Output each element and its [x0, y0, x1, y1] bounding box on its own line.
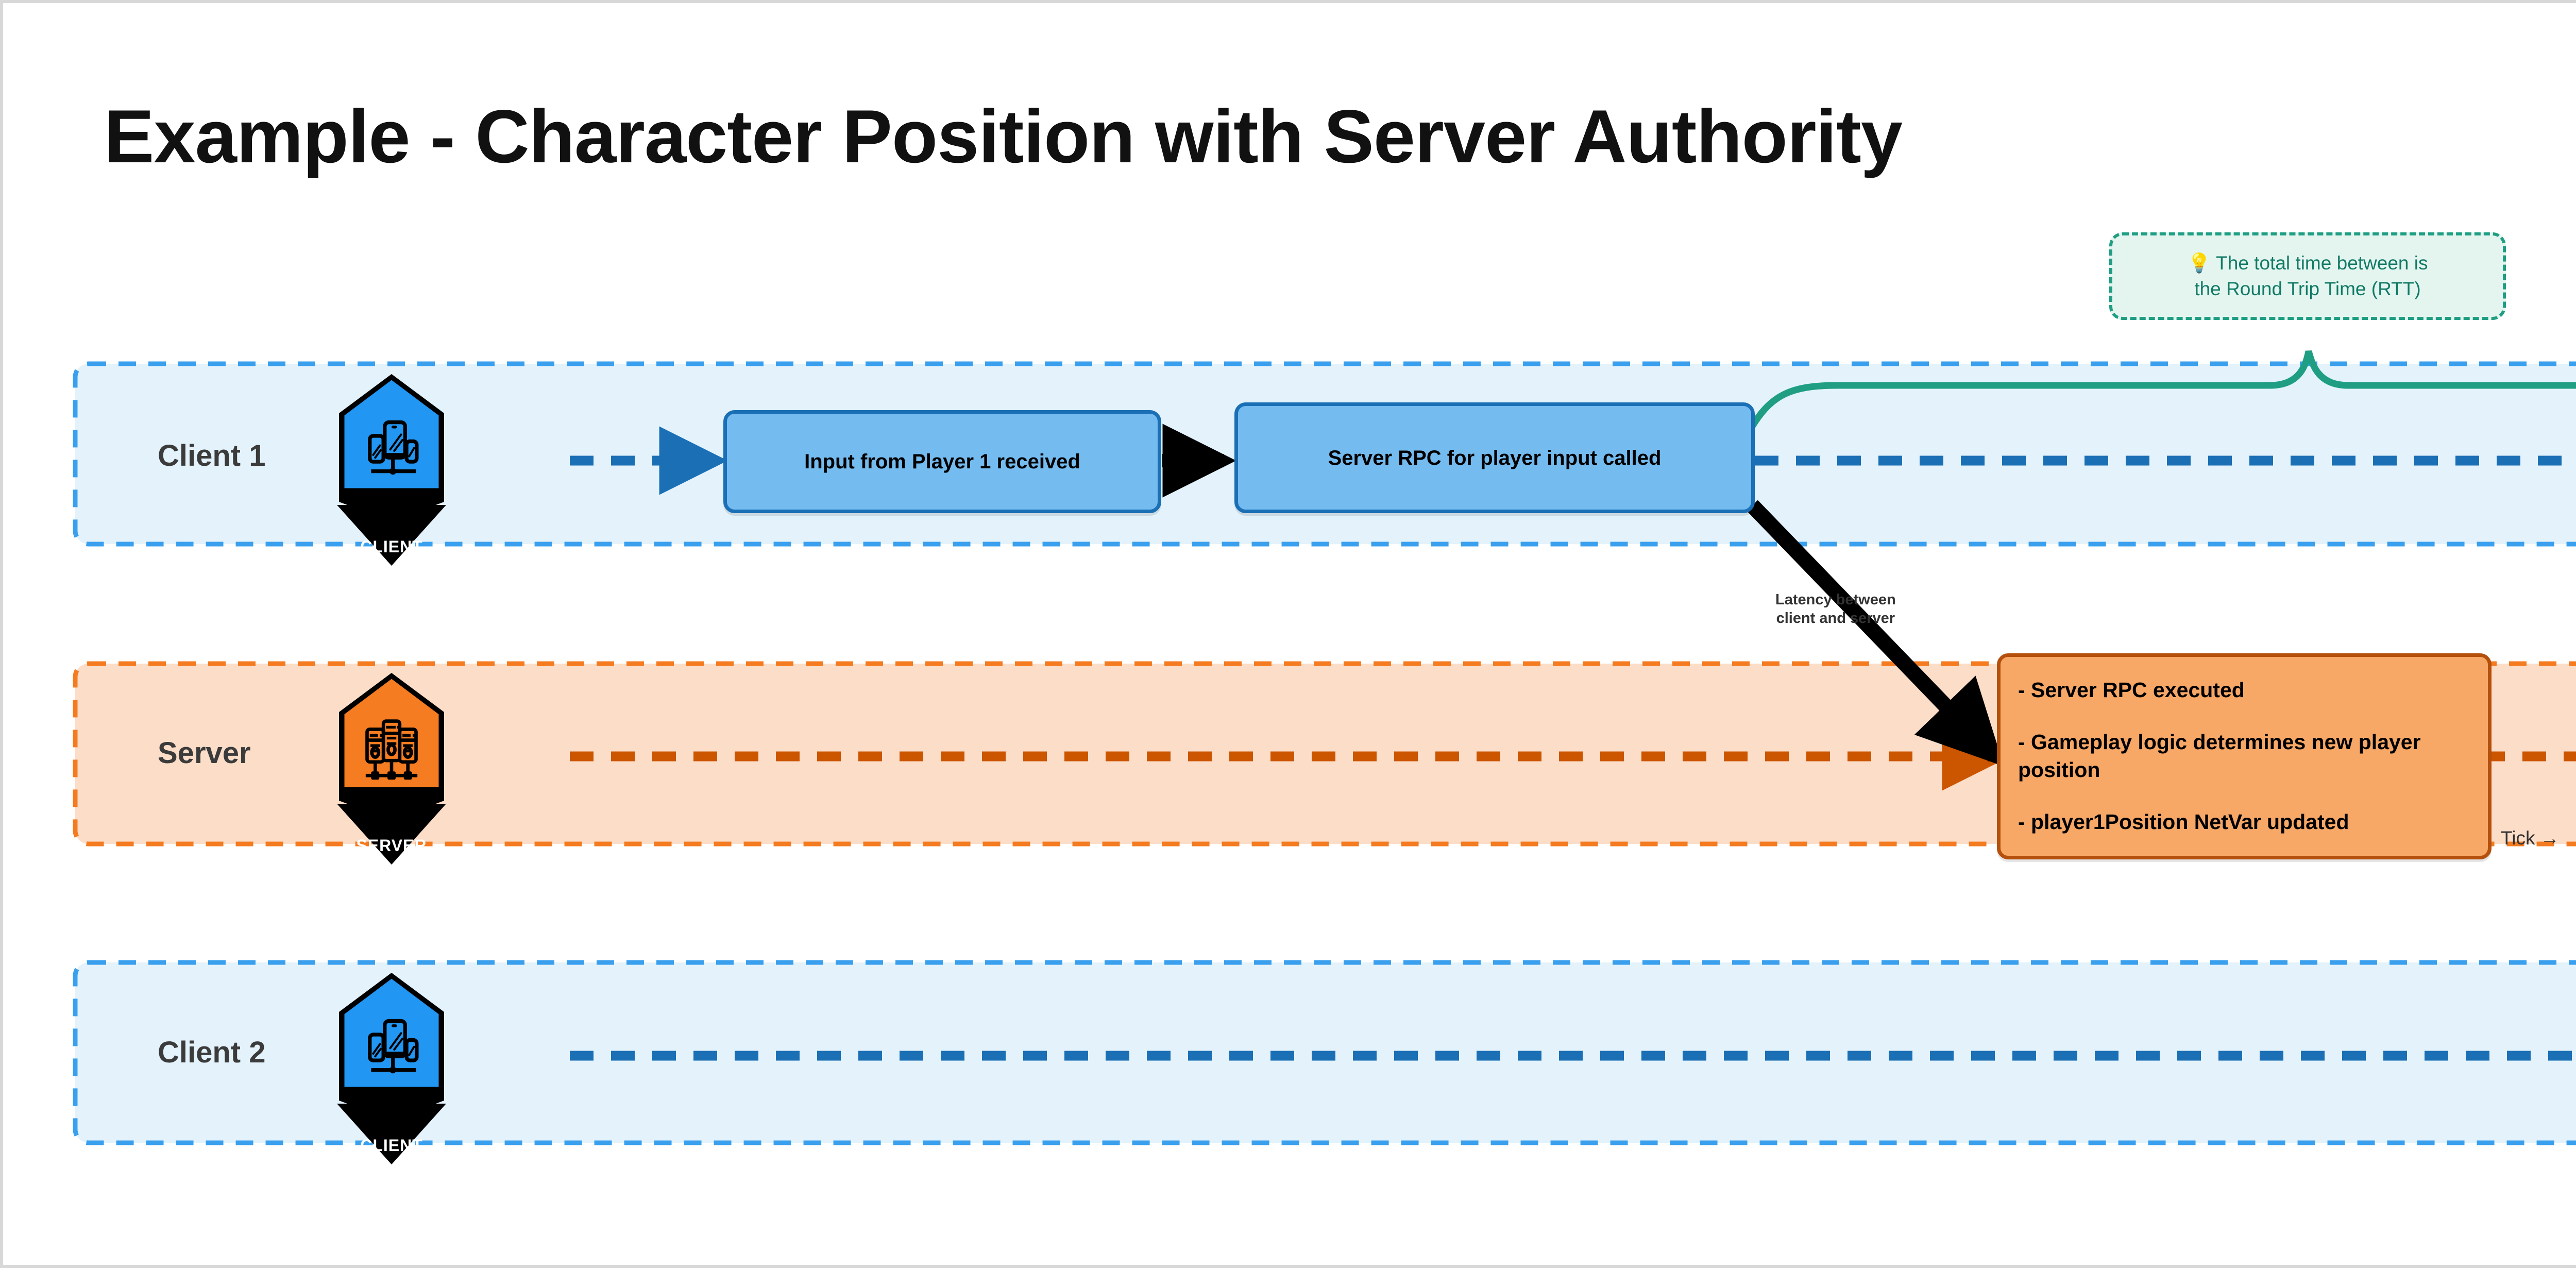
- lane-label-client1: Client 1: [158, 439, 266, 472]
- box-server-rpc-for-player-input-called[interactable]: Server RPC for player input called: [1234, 402, 1755, 513]
- node-badge-text-client1: CLIENT: [360, 537, 423, 556]
- client-device-network-icon: [368, 420, 419, 475]
- callout-round-trip-time: 💡 The total time between is the Round Tr…: [2109, 232, 2506, 320]
- client-device-network-icon: [368, 1019, 419, 1073]
- node-badge-client1: CLIENT: [337, 373, 446, 566]
- callout-line-2: the Round Trip Time (RTT): [2194, 278, 2421, 299]
- lane-label-client2: Client 2: [158, 1036, 266, 1069]
- server-rack-network-icon: [365, 719, 418, 780]
- node-badge-text-server: SERVER: [356, 836, 427, 855]
- hexagon-cap-client2: [337, 1104, 446, 1164]
- server-steps-list: - Server RPC executed - Gameplay logic d…: [2001, 657, 2488, 836]
- box-label: Input from Player 1 received: [804, 450, 1080, 473]
- node-badge-client2: CLIENT: [337, 972, 446, 1164]
- arrow-rpc-to-server: [1747, 500, 2004, 767]
- hexagon-cap-client1: [337, 505, 446, 566]
- box-label: Server RPC for player input called: [1328, 446, 1662, 469]
- latency-line-2: client and server: [1776, 610, 1895, 627]
- latency-line-1: Latency between: [1775, 591, 1896, 608]
- hexagon-cap-server: [337, 804, 446, 865]
- edge-label-latency-rpc-to-server: Latency between client and server: [1775, 590, 1896, 628]
- server-step-item: - Server RPC executed: [2018, 678, 2245, 702]
- server-step-item: - player1Position NetVar updated: [2018, 809, 2349, 834]
- box-input-from-player-received[interactable]: Input from Player 1 received: [723, 410, 1161, 513]
- page-title: Example - Character Position with Server…: [104, 94, 1903, 178]
- callout-line-1: 💡 The total time between is: [2187, 252, 2428, 274]
- node-badge-text-client2: CLIENT: [360, 1136, 423, 1155]
- server-step-item: - Gameplay logic determines new player p…: [2018, 730, 2421, 782]
- tick-label: Tick →: [2501, 827, 2560, 849]
- rtt-bracket-curve: [1746, 350, 2576, 434]
- box-server-processing-steps[interactable]: - Server RPC executed - Gameplay logic d…: [1997, 653, 2492, 859]
- node-badge-server: SERVER: [337, 672, 446, 865]
- lane-label-server: Server: [158, 736, 251, 770]
